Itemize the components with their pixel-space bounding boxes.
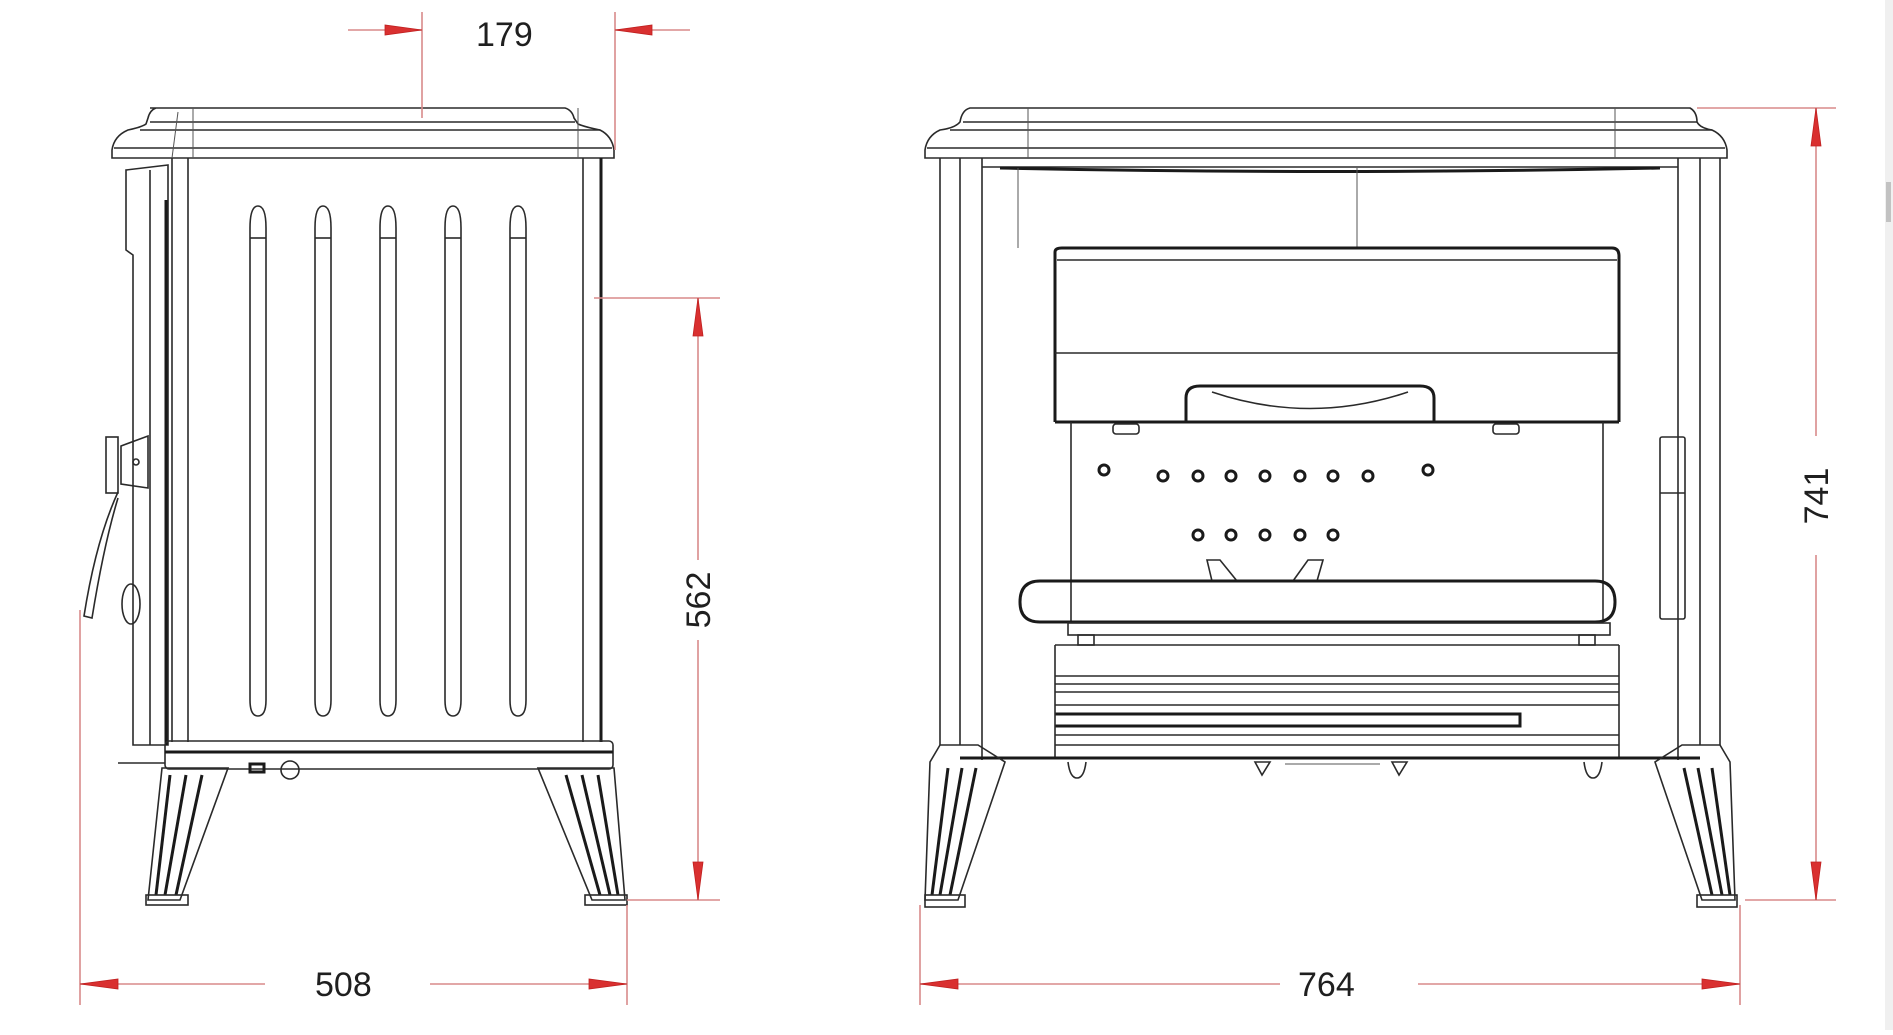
air-holes [1097, 463, 1435, 542]
dimension-overall-height [1697, 107, 1836, 901]
dimension-label-flue-offset: 179 [476, 16, 533, 54]
scrollbar-thumb[interactable] [1886, 182, 1891, 222]
front-columns [939, 158, 1721, 760]
ash-pan [960, 622, 1700, 760]
front-base-fixtures [1067, 761, 1603, 779]
dimension-label-side-depth: 508 [315, 966, 372, 1004]
dimension-label-flue-height: 562 [680, 572, 718, 629]
dimension-label-overall-height: 741 [1798, 468, 1836, 525]
front-top-plate [924, 107, 1728, 159]
front-legs [924, 744, 1738, 908]
side-base [118, 740, 614, 780]
dimension-side-depth [79, 610, 628, 1005]
dimension-label-front-width: 764 [1298, 966, 1355, 1004]
side-view [83, 107, 628, 906]
side-top-plate [111, 107, 615, 159]
side-legs [145, 767, 628, 906]
firebox-hood [1053, 246, 1621, 424]
side-flutes [249, 205, 527, 717]
dimension-flue-offset [348, 12, 690, 150]
vertical-scrollbar[interactable] [1885, 0, 1893, 1030]
dimension-flue-height [594, 297, 720, 901]
door-handle [83, 434, 149, 625]
side-body [125, 158, 603, 746]
dimension-front-width [919, 905, 1741, 1005]
firebox [1018, 422, 1686, 624]
front-view [924, 107, 1738, 908]
